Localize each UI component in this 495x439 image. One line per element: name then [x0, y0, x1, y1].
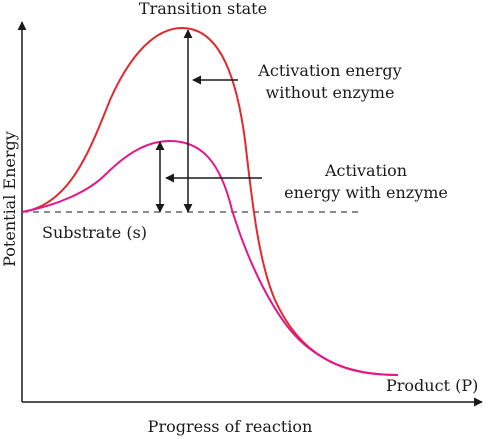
activation-with-label-line1: Activation: [324, 161, 407, 180]
curve-without-enzyme: [21, 26, 399, 376]
activation-with-label-line2: energy with enzyme: [284, 183, 448, 202]
activation-without-label-line1: Activation energy: [257, 61, 401, 80]
y-axis-label: Potential Energy: [0, 131, 19, 267]
substrate-label: Substrate (s): [42, 223, 147, 242]
product-label: Product (P): [386, 376, 478, 395]
transition-state-label: Transition state: [139, 0, 267, 18]
x-axis-label: Progress of reaction: [148, 417, 313, 436]
activation-without-label-line2: without enzyme: [266, 83, 395, 102]
curve-with-enzyme: [21, 139, 399, 376]
